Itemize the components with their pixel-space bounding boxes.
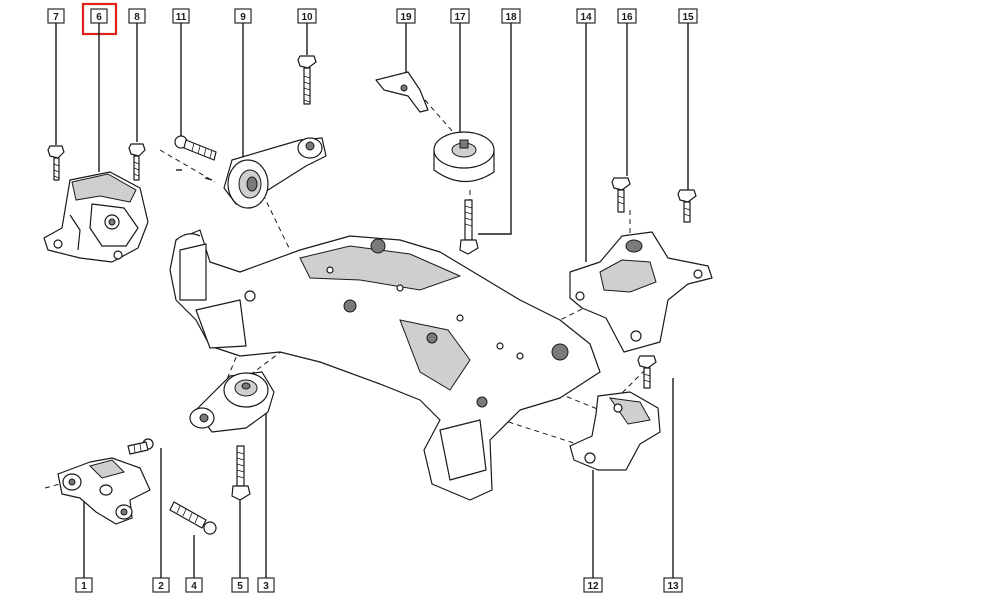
callout-4[interactable]: 4 (185, 577, 203, 593)
bolt-part-8[interactable] (128, 143, 146, 181)
callout-label: 19 (400, 12, 412, 23)
callout-label: 5 (237, 581, 243, 592)
callout-label: 9 (240, 12, 246, 23)
callout-13[interactable]: 13 (663, 577, 683, 593)
bolt-part-13[interactable] (637, 355, 657, 389)
roll-mount-part-3[interactable] (189, 371, 275, 433)
callout-2[interactable]: 2 (152, 577, 170, 593)
callout-label: 8 (134, 12, 140, 23)
torque-rod-part-9[interactable] (176, 137, 327, 209)
callout-7[interactable]: 7 (47, 8, 65, 24)
callout-9[interactable]: 9 (234, 8, 252, 24)
callout-label: 2 (158, 581, 164, 592)
leader-lines (55, 23, 689, 578)
callout-16[interactable]: 16 (617, 8, 637, 24)
callout-label: 17 (454, 12, 466, 23)
callout-label: 15 (682, 12, 694, 23)
transmission-mount-part-14[interactable] (569, 231, 713, 353)
bolt-part-15[interactable] (677, 189, 697, 223)
callout-1[interactable]: 1 (75, 577, 93, 593)
engine-mount-part-6[interactable] (43, 171, 149, 263)
bolt-part-2[interactable] (127, 438, 154, 455)
bolt-part-5[interactable] (231, 445, 251, 501)
callout-label: 3 (263, 581, 269, 592)
callout-8[interactable]: 8 (128, 8, 146, 24)
bolt-part-4[interactable] (169, 501, 217, 535)
bracket-part-19[interactable] (375, 71, 429, 113)
callout-label: 6 (96, 12, 102, 23)
bolt-part-18[interactable] (459, 199, 479, 255)
callout-label: 18 (505, 12, 517, 23)
callout-5[interactable]: 5 (231, 577, 249, 593)
bolt-part-10[interactable] (297, 55, 317, 105)
callout-label: 13 (667, 581, 679, 592)
callout-label: 14 (580, 12, 592, 23)
callout-15[interactable]: 15 (678, 8, 698, 24)
callout-19[interactable]: 19 (396, 8, 416, 24)
callout-label: 16 (621, 12, 633, 23)
callout-14[interactable]: 14 (576, 8, 596, 24)
callout-18[interactable]: 18 (501, 8, 521, 24)
right-bracket-part-12[interactable] (569, 391, 661, 471)
callout-12[interactable]: 12 (583, 577, 603, 593)
callout-3[interactable]: 3 (257, 577, 275, 593)
callout-label: 12 (587, 581, 599, 592)
callout-11[interactable]: 11 (172, 8, 190, 24)
callout-10[interactable]: 10 (297, 8, 317, 24)
callout-label: 11 (176, 12, 187, 23)
round-mount-part-17[interactable] (433, 131, 495, 183)
callout-17[interactable]: 17 (450, 8, 470, 24)
bolt-part-11[interactable] (174, 135, 217, 161)
callout-label: 7 (53, 12, 59, 23)
lower-bracket-part-1[interactable] (57, 457, 151, 525)
callout-label: 10 (301, 12, 313, 23)
front-subframe (169, 229, 601, 501)
bolt-part-16[interactable] (611, 177, 631, 213)
callout-label: 4 (191, 581, 197, 592)
callout-label: 1 (81, 581, 87, 592)
bolt-part-7[interactable] (47, 145, 65, 181)
